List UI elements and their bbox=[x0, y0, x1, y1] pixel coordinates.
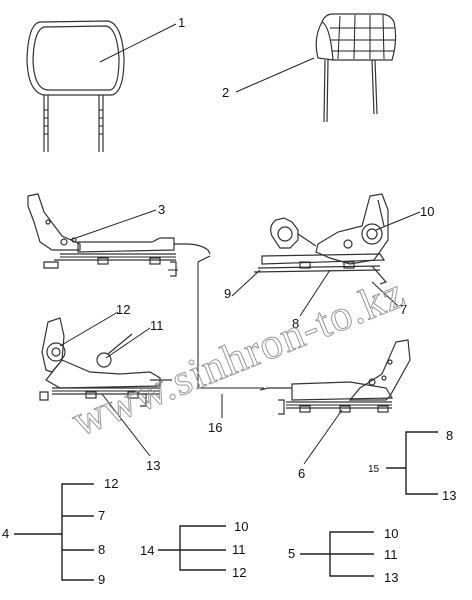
group-14-child-12: 12 bbox=[232, 565, 246, 580]
leader-lines bbox=[59, 23, 421, 465]
group-4-child-9: 9 bbox=[98, 572, 105, 587]
group-4: 4 12 7 8 9 bbox=[2, 476, 118, 587]
callout-10: 10 bbox=[420, 204, 434, 219]
group-14-parent: 14 bbox=[140, 543, 154, 558]
left-mechanism-drawing bbox=[39, 317, 172, 407]
group-15-parent: 15 bbox=[368, 464, 380, 475]
callout-3: 3 bbox=[158, 202, 165, 217]
group-14-child-10: 10 bbox=[234, 519, 248, 534]
group-5-parent: 5 bbox=[288, 546, 295, 561]
headrest-1-drawing bbox=[26, 20, 125, 152]
cable-16-drawing bbox=[197, 255, 264, 389]
group-15-child-13: 13 bbox=[442, 488, 456, 503]
callout-7: 7 bbox=[400, 302, 407, 317]
group-15-child-8: 8 bbox=[446, 428, 453, 443]
slider-6-drawing bbox=[259, 339, 411, 415]
group-4-child-8: 8 bbox=[98, 542, 105, 557]
callout-1: 1 bbox=[178, 15, 185, 30]
headrest-2-drawing bbox=[315, 13, 397, 123]
watermark-text: www.sinhron-to.kz bbox=[65, 268, 411, 446]
group-4-child-12: 12 bbox=[104, 476, 118, 491]
group-14-child-11: 11 bbox=[232, 542, 246, 557]
group-5-child-13: 13 bbox=[384, 570, 398, 585]
group-4-child-7: 7 bbox=[98, 508, 105, 523]
recliner-mechanism-drawing bbox=[253, 193, 389, 285]
callout-labels: 1 2 3 6 7 8 9 10 11 12 13 16 bbox=[116, 15, 434, 481]
callout-11: 11 bbox=[150, 318, 164, 333]
group-4-parent: 4 bbox=[2, 526, 9, 541]
callout-13: 13 bbox=[146, 458, 160, 473]
callout-2: 2 bbox=[222, 85, 229, 100]
callout-8: 8 bbox=[292, 316, 299, 331]
callout-16: 16 bbox=[208, 420, 222, 435]
group-5: 5 10 11 13 bbox=[288, 526, 398, 585]
callout-6: 6 bbox=[298, 466, 305, 481]
group-14: 14 10 11 12 bbox=[140, 519, 248, 580]
callout-9: 9 bbox=[224, 286, 231, 301]
group-15: 15 8 13 bbox=[368, 428, 456, 503]
callout-12: 12 bbox=[116, 302, 130, 317]
group-5-child-10: 10 bbox=[384, 526, 398, 541]
slider-rail-3-drawing bbox=[27, 193, 211, 277]
group-5-child-11: 11 bbox=[384, 547, 398, 562]
